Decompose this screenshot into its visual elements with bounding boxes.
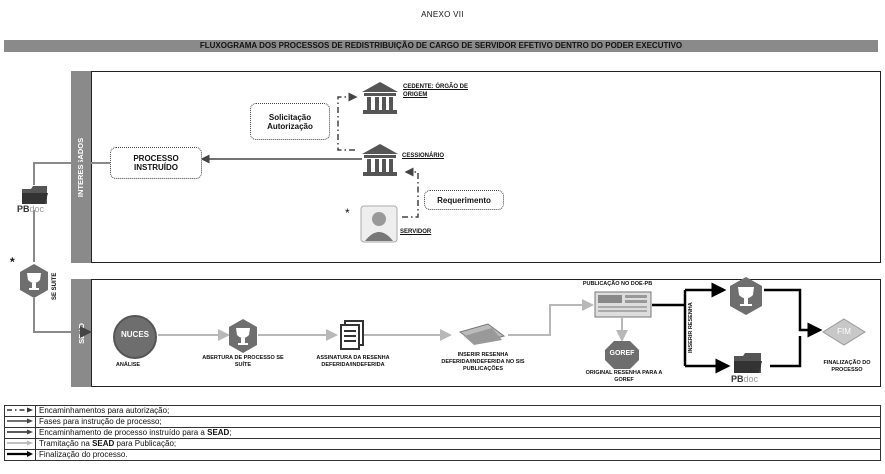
connector-servidor-cessionario [402, 167, 419, 218]
asterisk-mark: * [10, 255, 15, 269]
goref-label: GOREF [609, 350, 635, 357]
trophy-icon [20, 264, 48, 298]
legend-symbol-solid-black [4, 449, 36, 461]
papers-icon [458, 323, 506, 345]
legend-label: Fases para instrução de processo; [35, 416, 881, 428]
user-avatar-icon [360, 205, 398, 243]
connector-inserir-publicacao [508, 299, 594, 336]
trophy-icon [229, 319, 257, 353]
servidor-label: SERVIDOR [400, 229, 432, 235]
inserir-resenha-vertical: INSERIR RESENHA [688, 302, 694, 353]
folder-icon [22, 186, 48, 204]
legend-row: Fases para instrução de processo; [4, 416, 881, 428]
legend-label: Encaminhamentos para autorização; [35, 405, 881, 417]
requerimento-box: Requerimento [424, 190, 504, 210]
assinatura-label: ASSINATURA DA RESENHA DEFERIDA/INDEFERID… [316, 355, 390, 368]
fim-label: FIM [837, 327, 851, 336]
goref-node [605, 341, 639, 369]
trophy-icon [730, 277, 762, 315]
inserir-label: INSERIR RESENHA DEFERIDA/INDEFERIDA NO S… [441, 352, 525, 372]
legend-table: Encaminhamentos para autorização; Fases … [4, 405, 881, 461]
connector-sesuite-sead [33, 298, 92, 338]
annex-label: ANEXO VII [421, 10, 464, 19]
cedente-label: CEDENTE: ÓRGÃO DE ORIGEM [403, 84, 469, 98]
fim-node [822, 318, 866, 346]
page-title: FLUXOGRAMA DOS PROCESSOS DE REDISTRIBUIÇ… [4, 40, 878, 52]
legend-label: Tramitação na SEAD para Publicação; [35, 438, 881, 450]
connector-authorization [337, 92, 358, 151]
solicitacao-box: Solicitação Autorização [250, 103, 330, 140]
legend-symbol-solid-dark [4, 427, 36, 439]
cessionario-label: CESSIONÁRIO [402, 153, 445, 159]
lane-interessados [91, 71, 881, 263]
legend-row: Finalização do processo. [4, 449, 881, 461]
connector-sesuite-fim [764, 288, 823, 338]
newspaper-icon [594, 291, 652, 318]
pbdoc-logo: PBdoc [17, 204, 45, 214]
folder-icon [734, 353, 762, 373]
lane-label-interessados: INTERESSADOS [71, 71, 91, 263]
nuces-label: NUCES [120, 330, 149, 339]
legend-row: Tramitação na SEAD para Publicação; [4, 438, 881, 450]
abertura-label: ABERTURA DE PROCESSO SE SUÍTE [202, 355, 284, 368]
legend-symbol-solid-dark [4, 416, 36, 428]
finalizacao-label: FINALIZAÇÃO DO PROCESSO [823, 360, 871, 373]
legend-symbol-dash-dot [4, 405, 36, 417]
original-resenha-label: ORIGINAL RESENHA PARA A GOREF [585, 370, 663, 383]
nuces-node [113, 315, 157, 359]
analise-label: ANÁLISE [115, 362, 141, 368]
processo-instruido-box: PROCESSO INSTRUÍDO [110, 147, 202, 179]
legend-row: Encaminhamento de processo instruído par… [4, 427, 881, 439]
connector-pbdoc-fim [770, 336, 802, 368]
legend-label: Encaminhamento de processo instruído par… [35, 427, 881, 439]
legend-symbol-solid-light [4, 438, 36, 450]
asterisk-mark: * [345, 206, 350, 220]
building-icon [362, 82, 398, 114]
publicacao-label: PUBLICAÇÃO NO DOE-PB [582, 281, 653, 287]
pbdoc-logo: PBdoc [731, 374, 759, 384]
legend-row: Encaminhamentos para autorização; [4, 405, 881, 417]
document-icon [340, 320, 364, 350]
se-suite-label: SE SUITE [52, 272, 58, 300]
legend-label: Finalização do processo. [35, 449, 881, 461]
building-icon [362, 144, 398, 176]
